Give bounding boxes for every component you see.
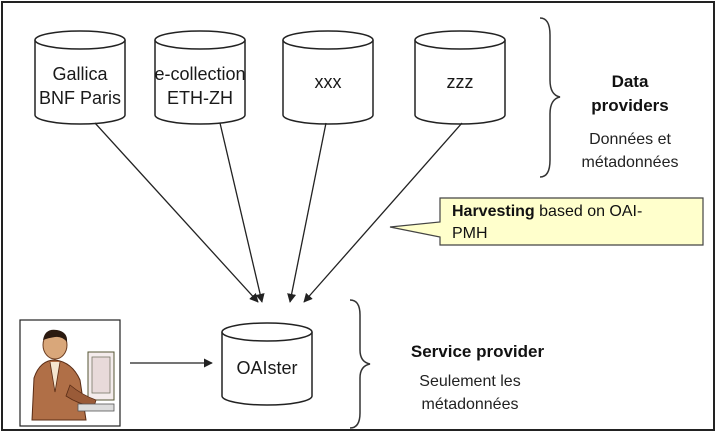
data-providers-subtitle: Données et métadonnées — [565, 128, 695, 174]
service-provider-brace — [349, 299, 371, 429]
database-label-line: e-collection — [154, 64, 246, 84]
database-label-line: zzz — [446, 72, 474, 92]
database-label-xxx: xxx — [283, 70, 373, 94]
database-xxx — [282, 30, 374, 125]
harvesting-callout-line2: PMH — [452, 225, 488, 242]
database-label-oaister: OAIster — [236, 358, 298, 378]
database-label-line: ETH-ZH — [167, 88, 233, 108]
database-e-collection — [154, 30, 246, 125]
harvest-arrow-gallica — [94, 122, 259, 303]
database-label-e-collection: e-collection ETH-ZH — [150, 62, 250, 110]
database-label-zzz: zzz — [415, 70, 505, 94]
service-provider-title: Service provider — [410, 342, 545, 361]
harvest-arrow-e-collection — [219, 122, 265, 303]
data-providers-title-line: Data — [611, 72, 649, 91]
data-providers-subtitle-line: métadonnées — [581, 154, 679, 171]
database-gallica — [34, 30, 126, 125]
data-providers-brace — [539, 17, 561, 178]
database-oaister — [221, 322, 313, 406]
harvesting-callout-line1: Harvesting based on OAI- — [452, 201, 700, 223]
user-at-computer-icon — [19, 319, 121, 427]
database-label-line: BNF Paris — [38, 88, 121, 108]
harvesting-rest: based on OAI- — [534, 203, 643, 220]
database-label-gallica: Gallica BNF Paris — [35, 62, 125, 110]
data-providers-subtitle-line: Données et — [589, 131, 671, 148]
harvesting-bold: Harvesting — [452, 203, 535, 220]
data-providers-title: Data providers — [570, 70, 690, 118]
harvesting-callout-text: Harvesting based on OAI- PMH — [452, 201, 700, 245]
service-provider-subtitle-line: Seulement les — [419, 373, 521, 390]
database-zzz — [414, 30, 506, 125]
harvest-arrow-xxx — [287, 122, 327, 303]
harvest-arrow-zzz — [303, 122, 463, 303]
harvesting-callout — [389, 197, 704, 246]
data-providers-title-line: providers — [591, 96, 669, 115]
database-label-line: Gallica — [52, 64, 108, 84]
service-provider-subtitle: Seulement les métadonnées — [395, 370, 545, 416]
database-label-line: xxx — [314, 72, 342, 92]
service-provider-subtitle-line: métadonnées — [421, 396, 519, 413]
